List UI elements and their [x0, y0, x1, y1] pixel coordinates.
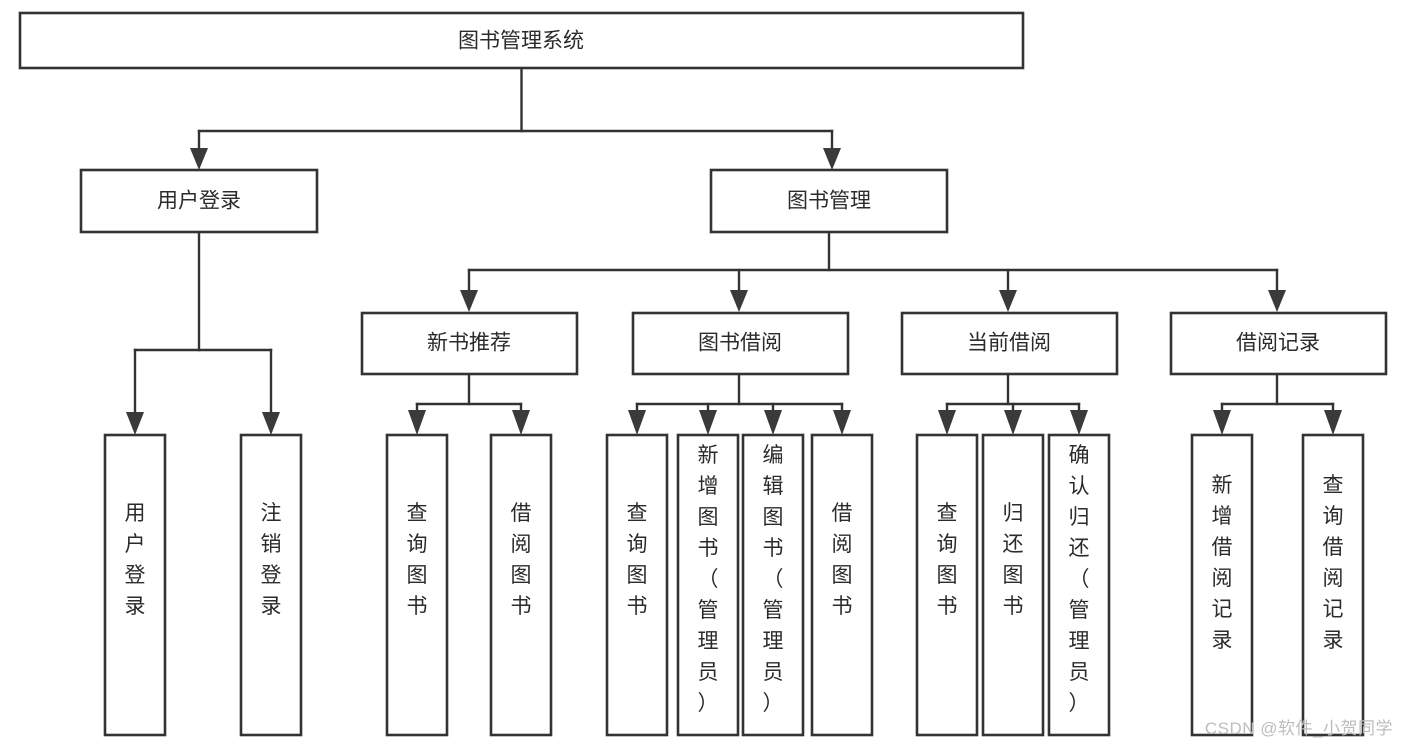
arrowhead-leaf-user-logout: [262, 412, 280, 435]
arrowhead-leaf-query-record: [1324, 410, 1342, 435]
node-leaf-query-book-1-box[interactable]: [385, 433, 449, 737]
arrowhead-leaf-query-book-3: [938, 410, 956, 435]
node-leaf-return-book-label: 归还图书: [1003, 502, 1024, 618]
node-leaf-query-record-box[interactable]: [1301, 433, 1365, 737]
node-leaf-edit-book[interactable]: 编辑图书（管理员）: [741, 433, 805, 737]
node-borrow-record-box[interactable]: [1169, 311, 1388, 376]
arrowhead-borrow-record: [1268, 290, 1286, 312]
connector-group-book-borrow: [628, 372, 851, 435]
node-root-label: 图书管理系统: [458, 30, 584, 53]
node-new-book-rec-box[interactable]: [360, 311, 579, 376]
connector-group-user-login: [126, 230, 280, 435]
node-leaf-add-record-box[interactable]: [1190, 433, 1254, 737]
connector-group-new-book-rec: [408, 372, 530, 435]
node-leaf-return-book-box[interactable]: [981, 433, 1045, 737]
node-current-borrow-box[interactable]: [900, 311, 1119, 376]
connector-group-current-borrow: [938, 372, 1088, 435]
node-leaf-query-book-3[interactable]: 查询图书: [915, 433, 979, 737]
node-leaf-query-book-2-label: 查询图书: [627, 502, 648, 618]
node-leaf-query-book-1[interactable]: 查询图书: [385, 433, 449, 737]
node-leaf-user-login-box[interactable]: [103, 433, 167, 737]
node-leaf-query-book-2[interactable]: 查询图书: [605, 433, 669, 737]
node-leaf-user-logout-box[interactable]: [239, 433, 303, 737]
node-leaf-query-record[interactable]: 查询借阅记录: [1301, 433, 1365, 737]
node-user-login[interactable]: 用户登录: [79, 168, 319, 234]
node-leaf-borrow-book-1[interactable]: 借阅图书: [489, 433, 553, 737]
node-leaf-borrow-book-2-label: 借阅图书: [832, 502, 853, 618]
node-leaf-query-book-1-label: 查询图书: [407, 502, 428, 618]
node-leaf-borrow-book-1-label: 借阅图书: [511, 502, 532, 618]
node-leaf-query-book-3-box[interactable]: [915, 433, 979, 737]
node-user-login-box[interactable]: [79, 168, 319, 234]
arrowhead-current-borrow: [999, 290, 1017, 312]
arrowhead-leaf-query-book-1: [408, 410, 426, 435]
node-leaf-confirm-return-box[interactable]: [1047, 433, 1111, 737]
arrowhead-leaf-confirm-return: [1070, 410, 1088, 435]
node-leaf-confirm-return-label: 确认归还（管理员）: [1069, 444, 1090, 715]
arrowhead-leaf-query-book-2: [628, 410, 646, 435]
node-new-book-rec-label: 新书推荐: [427, 332, 511, 355]
node-user-login-label: 用户登录: [157, 190, 241, 213]
node-leaf-edit-book-box[interactable]: [741, 433, 805, 737]
arrowhead-leaf-add-book: [699, 410, 717, 435]
arrowhead-leaf-borrow-book-1: [512, 410, 530, 435]
node-leaf-user-logout[interactable]: 注销登录: [239, 433, 303, 737]
node-borrow-record-label: 借阅记录: [1236, 332, 1320, 355]
node-book-manage[interactable]: 图书管理: [709, 168, 949, 234]
node-leaf-add-record[interactable]: 新增借阅记录: [1190, 433, 1254, 737]
node-root-box[interactable]: [18, 11, 1025, 70]
arrowhead-book-manage: [823, 148, 841, 170]
node-leaf-add-book-box[interactable]: [676, 433, 740, 737]
node-leaf-add-book[interactable]: 新增图书（管理员）: [676, 433, 740, 737]
connector-group-book-manage: [460, 230, 1286, 312]
arrowhead-leaf-user-login: [126, 412, 144, 435]
node-leaf-borrow-book-2[interactable]: 借阅图书: [810, 433, 874, 737]
node-leaf-add-book-label: 新增图书（管理员）: [698, 444, 719, 715]
node-leaf-query-book-2-box[interactable]: [605, 433, 669, 737]
node-leaf-return-book[interactable]: 归还图书: [981, 433, 1045, 737]
node-book-borrow-box[interactable]: [631, 311, 850, 376]
node-leaf-query-record-label: 查询借阅记录: [1323, 474, 1344, 652]
node-current-borrow-label: 当前借阅: [967, 332, 1051, 355]
arrowhead-new-book-rec: [460, 290, 478, 312]
node-leaf-add-record-label: 新增借阅记录: [1212, 474, 1233, 652]
node-new-book-rec[interactable]: 新书推荐: [360, 311, 579, 376]
node-leaf-borrow-book-2-box[interactable]: [810, 433, 874, 737]
arrowhead-leaf-return-book: [1004, 410, 1022, 435]
node-root[interactable]: 图书管理系统: [18, 11, 1025, 70]
arrowhead-leaf-edit-book: [764, 410, 782, 435]
node-leaf-borrow-book-1-box[interactable]: [489, 433, 553, 737]
node-borrow-record[interactable]: 借阅记录: [1169, 311, 1388, 376]
node-leaf-user-logout-label: 注销登录: [261, 502, 282, 618]
node-leaf-confirm-return[interactable]: 确认归还（管理员）: [1047, 433, 1111, 737]
node-leaf-user-login-label: 用户登录: [125, 502, 146, 618]
node-book-manage-box[interactable]: [709, 168, 949, 234]
arrowhead-leaf-add-record: [1213, 410, 1231, 435]
connector-group-root: [190, 66, 841, 170]
csdn-watermark: CSDN @软件_小贺同学: [1204, 719, 1393, 738]
node-leaf-query-book-3-label: 查询图书: [937, 502, 958, 618]
node-current-borrow[interactable]: 当前借阅: [900, 311, 1119, 376]
node-book-borrow-label: 图书借阅: [698, 332, 782, 355]
node-book-borrow[interactable]: 图书借阅: [631, 311, 850, 376]
arrowhead-book-borrow: [730, 290, 748, 312]
node-leaf-edit-book-label: 编辑图书（管理员）: [763, 444, 784, 715]
arrowhead-leaf-borrow-book-2: [833, 410, 851, 435]
node-book-manage-label: 图书管理: [787, 190, 871, 213]
node-leaf-user-login[interactable]: 用户登录: [103, 433, 167, 737]
arrowhead-user-login: [190, 148, 208, 170]
connector-group-borrow-record: [1213, 372, 1342, 435]
